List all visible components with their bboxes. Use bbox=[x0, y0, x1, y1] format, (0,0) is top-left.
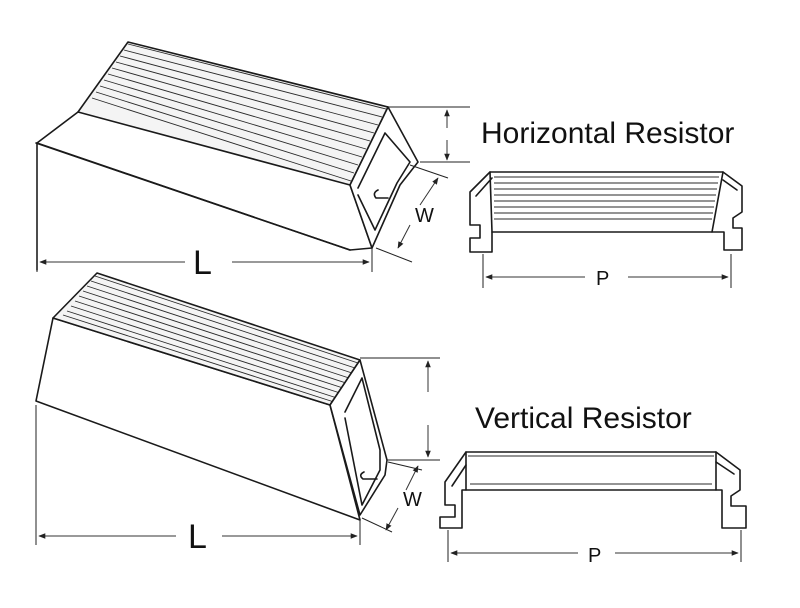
vertical-resistor-3d bbox=[35, 272, 440, 545]
horizontal-front-view bbox=[469, 171, 743, 288]
horizontal-fin-lines bbox=[91, 43, 387, 182]
pitch-label-bottom: P bbox=[588, 545, 601, 567]
pitch-label-top: P bbox=[596, 268, 609, 290]
vertical-front-view bbox=[439, 451, 747, 562]
length-label-bottom: L bbox=[188, 518, 207, 556]
vertical-end-profile bbox=[329, 359, 388, 516]
vertical-title: Vertical Resistor bbox=[475, 402, 692, 435]
vertical-fin-lines bbox=[62, 275, 359, 403]
horizontal-title: Horizontal Resistor bbox=[481, 117, 734, 150]
horizontal-resistor-3d bbox=[35, 41, 470, 272]
length-label-top: L bbox=[193, 244, 212, 282]
width-label-bottom: W bbox=[403, 489, 422, 511]
width-label-top: W bbox=[415, 205, 434, 227]
horizontal-front-fins bbox=[494, 176, 719, 220]
